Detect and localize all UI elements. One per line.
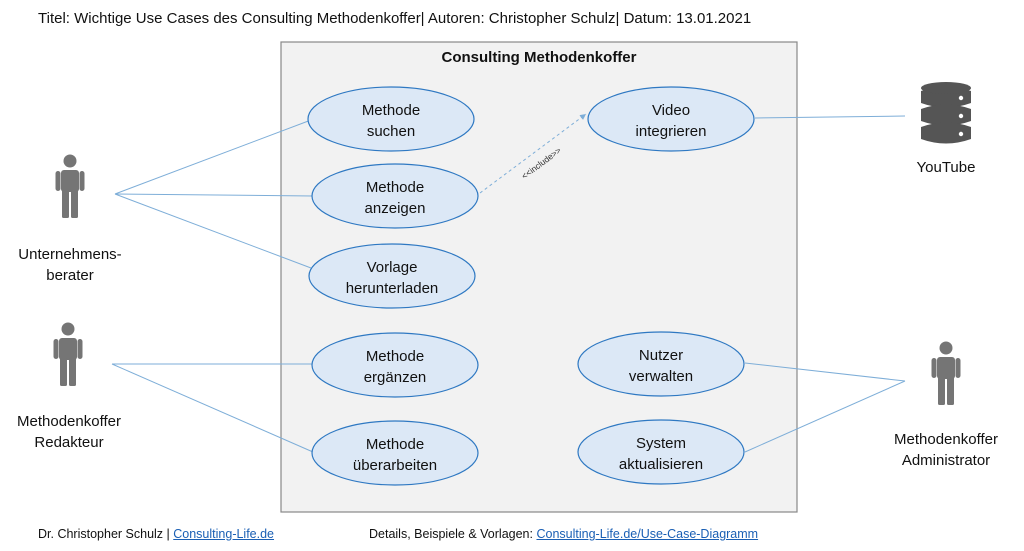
relation-berater-methode-suchen <box>114 119 312 195</box>
usecase-label: System <box>636 435 686 452</box>
usecase-ellipse <box>308 243 476 309</box>
footer-details-link[interactable]: Consulting-Life.de/Use-Case-Diagramm <box>536 527 759 541</box>
usecase-ellipse <box>311 332 479 398</box>
actor-label: Methodenkoffer <box>17 413 121 430</box>
footer-details-text: Details, Beispiele & Vorlagen: <box>369 527 537 541</box>
usecase-label: Methode <box>366 436 424 453</box>
person-icon <box>931 341 961 405</box>
usecase-label: anzeigen <box>365 200 426 217</box>
usecase-label: ergänzen <box>364 369 427 386</box>
relation-redakteur-methode-ueberarbeiten <box>111 363 314 453</box>
footer-author: Dr. Christopher Schulz | Consulting-Life… <box>38 527 274 541</box>
usecase-ellipse <box>577 331 745 397</box>
footer-author-text: Dr. Christopher Schulz | <box>38 527 174 541</box>
usecase-label: Methode <box>366 179 424 196</box>
usecase-vorlage-herunterladen[interactable]: Vorlage herunterladen <box>308 243 476 309</box>
usecase-methode-anzeigen[interactable]: Methode anzeigen <box>311 163 479 229</box>
usecase-ellipse <box>577 419 745 485</box>
usecase-label: überarbeiten <box>353 457 437 474</box>
usecase-label: Nutzer <box>639 347 683 364</box>
usecase-label: aktualisieren <box>619 456 703 473</box>
actor-label: berater <box>46 267 94 284</box>
database-icon <box>921 82 971 144</box>
relation-methode-anzeigen-video-integrieren <box>479 113 587 194</box>
usecase-label: Video <box>652 102 690 119</box>
usecase-ellipse <box>311 420 479 486</box>
relation-berater-methode-anzeigen <box>114 193 314 197</box>
usecase-system-aktualisieren[interactable]: System aktualisieren <box>577 419 745 485</box>
actor-label: Unternehmens- <box>18 246 121 263</box>
usecase-methode-ergaenzen[interactable]: Methode ergänzen <box>311 332 479 398</box>
relation-berater-vorlage-herunterladen <box>114 193 312 269</box>
usecase-label: integrieren <box>636 123 707 140</box>
usecase-label: suchen <box>367 123 415 140</box>
system-name: Consulting Methodenkoffer <box>442 49 637 66</box>
usecase-ellipse <box>587 86 755 152</box>
usecase-ellipse <box>307 86 475 152</box>
usecase-video-integrieren[interactable]: Video integrieren <box>587 86 755 152</box>
external-youtube[interactable]: YouTube <box>917 82 976 176</box>
usecase-label: verwalten <box>629 368 693 385</box>
diagram-title: Titel: Wichtige Use Cases des Consulting… <box>38 10 752 27</box>
usecase-label: Vorlage <box>367 259 418 276</box>
usecase-methode-suchen[interactable]: Methode suchen <box>307 86 475 152</box>
usecase-ellipse <box>311 163 479 229</box>
actor-berater[interactable]: Unternehmens-berater <box>18 154 122 285</box>
usecase-methode-ueberarbeiten[interactable]: Methode überarbeiten <box>311 420 479 486</box>
footer-author-link[interactable]: Consulting-Life.de <box>173 527 275 541</box>
youtube-label: YouTube <box>917 159 976 176</box>
relation-administrator-nutzer-verwalten <box>744 362 906 382</box>
relation-video-integrieren-youtube <box>754 115 906 119</box>
actor-label: Redakteur <box>34 434 103 451</box>
usecase-label: herunterladen <box>346 280 439 297</box>
person-icon <box>55 154 85 218</box>
actor-label: Methodenkoffer <box>894 431 998 448</box>
actor-label: Administrator <box>902 452 990 469</box>
usecase-label: Methode <box>362 102 420 119</box>
usecase-label: Methode <box>366 348 424 365</box>
person-icon <box>53 322 83 386</box>
footer-details: Details, Beispiele & Vorlagen: Consultin… <box>369 527 758 541</box>
relation-administrator-system-aktualisieren <box>744 380 906 453</box>
usecase-nutzer-verwalten[interactable]: Nutzer verwalten <box>577 331 745 397</box>
